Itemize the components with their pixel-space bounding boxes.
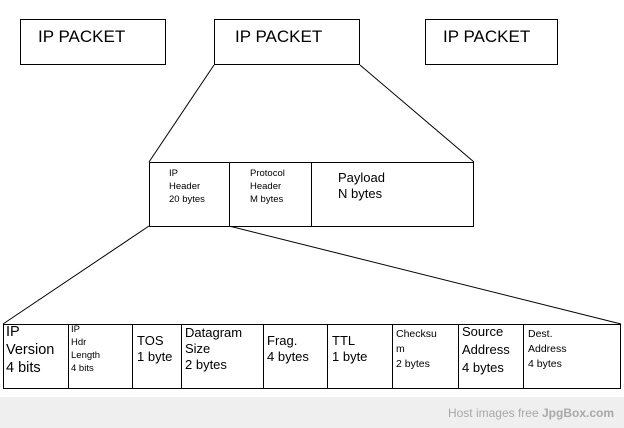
header-field-ip-hdr-length: IP Hdr Length 4 bits [68, 324, 133, 389]
ip-packet-label-2: IP PACKET [235, 27, 323, 46]
connector-line [359, 64, 475, 163]
header-field-dest-address: Dest. Address 4 bytes [523, 324, 621, 389]
connector-line [2, 225, 150, 325]
header-field-checksum: Checksu m 2 bytes [392, 324, 459, 389]
packet-part-text: Payload N bytes [338, 170, 385, 201]
watermark-prefix: Host images free [447, 406, 542, 420]
footer-bar: Host images free JpgBox.com [0, 397, 624, 428]
header-field-source-address: Source Address 4 bytes [458, 324, 524, 389]
connector-line [228, 225, 622, 325]
connector-line [148, 64, 215, 163]
ip-packet-label-3: IP PACKET [443, 27, 531, 46]
header-field-text: Datagram Size 2 bytes [185, 325, 243, 372]
packet-part-ip-header: IP Header 20 bytes [149, 162, 230, 227]
header-field-frag: Frag. 4 bytes [263, 324, 328, 389]
packet-part-text: Protocol Header M bytes [250, 168, 285, 205]
header-field-text: IP Hdr Length 4 bits [71, 324, 101, 374]
header-field-text: Dest. Address 4 bytes [528, 328, 567, 370]
packet-part-protocol-header: Protocol Header M bytes [229, 162, 312, 227]
header-field-datagram-size: Datagram Size 2 bytes [181, 324, 264, 389]
header-field-text: Frag. 4 bytes [267, 333, 309, 364]
packet-part-payload: Payload N bytes [311, 162, 474, 227]
watermark-text: Host images free JpgBox.com [448, 406, 614, 420]
ip-packet-box-3: IP PACKET [425, 19, 558, 65]
ip-packet-box-1: IP PACKET [20, 19, 166, 65]
header-field-text: Source Address 4 bytes [462, 324, 510, 375]
ip-packet-box-2: IP PACKET [214, 19, 360, 65]
header-field-text: TTL 1 byte [332, 333, 368, 364]
header-field-ttl: TTL 1 byte [327, 324, 393, 389]
packet-part-text: IP Header 20 bytes [169, 168, 205, 205]
header-field-ip-version: IP Version 4 bits [3, 324, 69, 389]
header-field-text: TOS 1 byte [137, 333, 173, 364]
header-field-tos: TOS 1 byte [132, 324, 182, 389]
ip-packet-label-1: IP PACKET [38, 27, 126, 46]
header-field-text: IP Version 4 bits [6, 324, 55, 376]
watermark-brand[interactable]: JpgBox.com [541, 406, 614, 420]
header-field-text: Checksu m 2 bytes [396, 328, 437, 370]
